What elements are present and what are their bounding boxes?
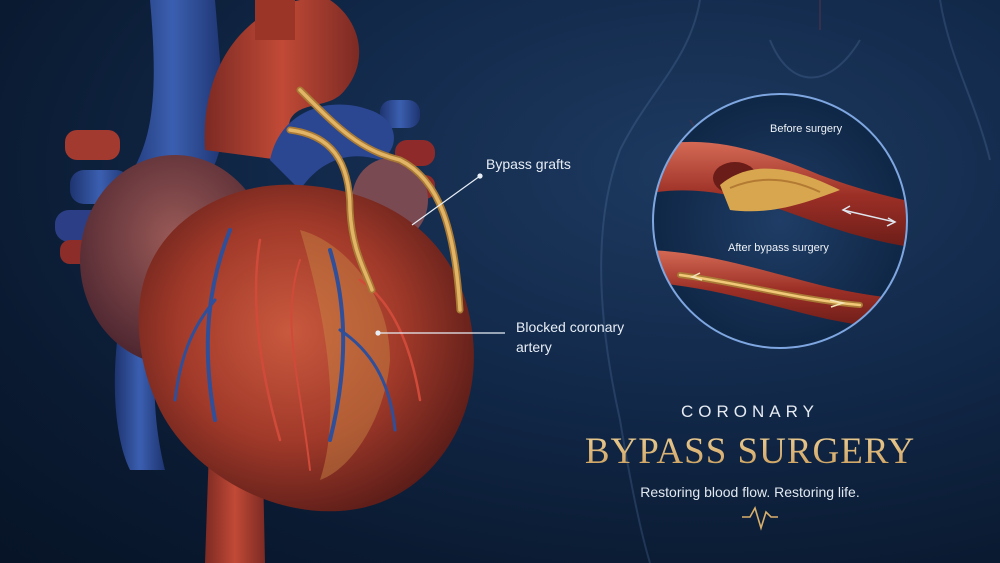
aortic-arch [204, 0, 360, 160]
artery-comparison-inset [652, 93, 908, 349]
heading-subtitle: CORONARY [681, 402, 819, 421]
label-blocked-artery-line1: Blocked coronary [516, 319, 625, 335]
heading-tagline: Restoring blood flow. Restoring life. [640, 484, 860, 500]
heartbeat-divider [590, 505, 920, 531]
vessel-before [653, 141, 907, 250]
superior-vena-cava [120, 0, 225, 210]
vessel-after [653, 250, 907, 330]
label-blocked-artery: Blocked coronary artery [516, 317, 624, 357]
label-after-surgery: After bypass surgery [728, 242, 829, 254]
coronary-vessels [173, 228, 422, 471]
heading-title: BYPASS SURGERY [560, 430, 940, 473]
bypass-grafts [286, 86, 464, 314]
label-bypass-grafts: Bypass grafts [486, 156, 571, 172]
label-before-surgery: Before surgery [770, 123, 843, 135]
callout-lines [375, 173, 505, 336]
ventricles [138, 184, 474, 512]
label-blocked-artery-line2: artery [516, 339, 552, 355]
